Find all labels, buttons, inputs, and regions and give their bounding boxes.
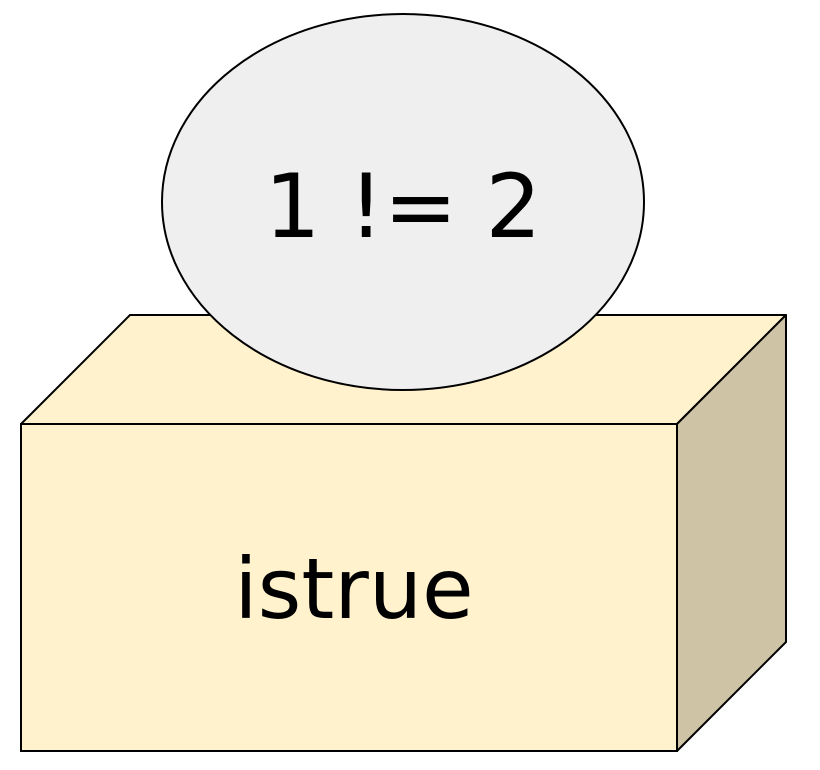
box-front-face (20, 423, 678, 752)
ellipse-shape (161, 13, 645, 391)
variable-box: istrue (20, 314, 787, 752)
ellipse-label: 1 != 2 (265, 155, 542, 258)
box-label: istrue (234, 540, 474, 638)
value-ellipse: 1 != 2 (161, 13, 645, 391)
